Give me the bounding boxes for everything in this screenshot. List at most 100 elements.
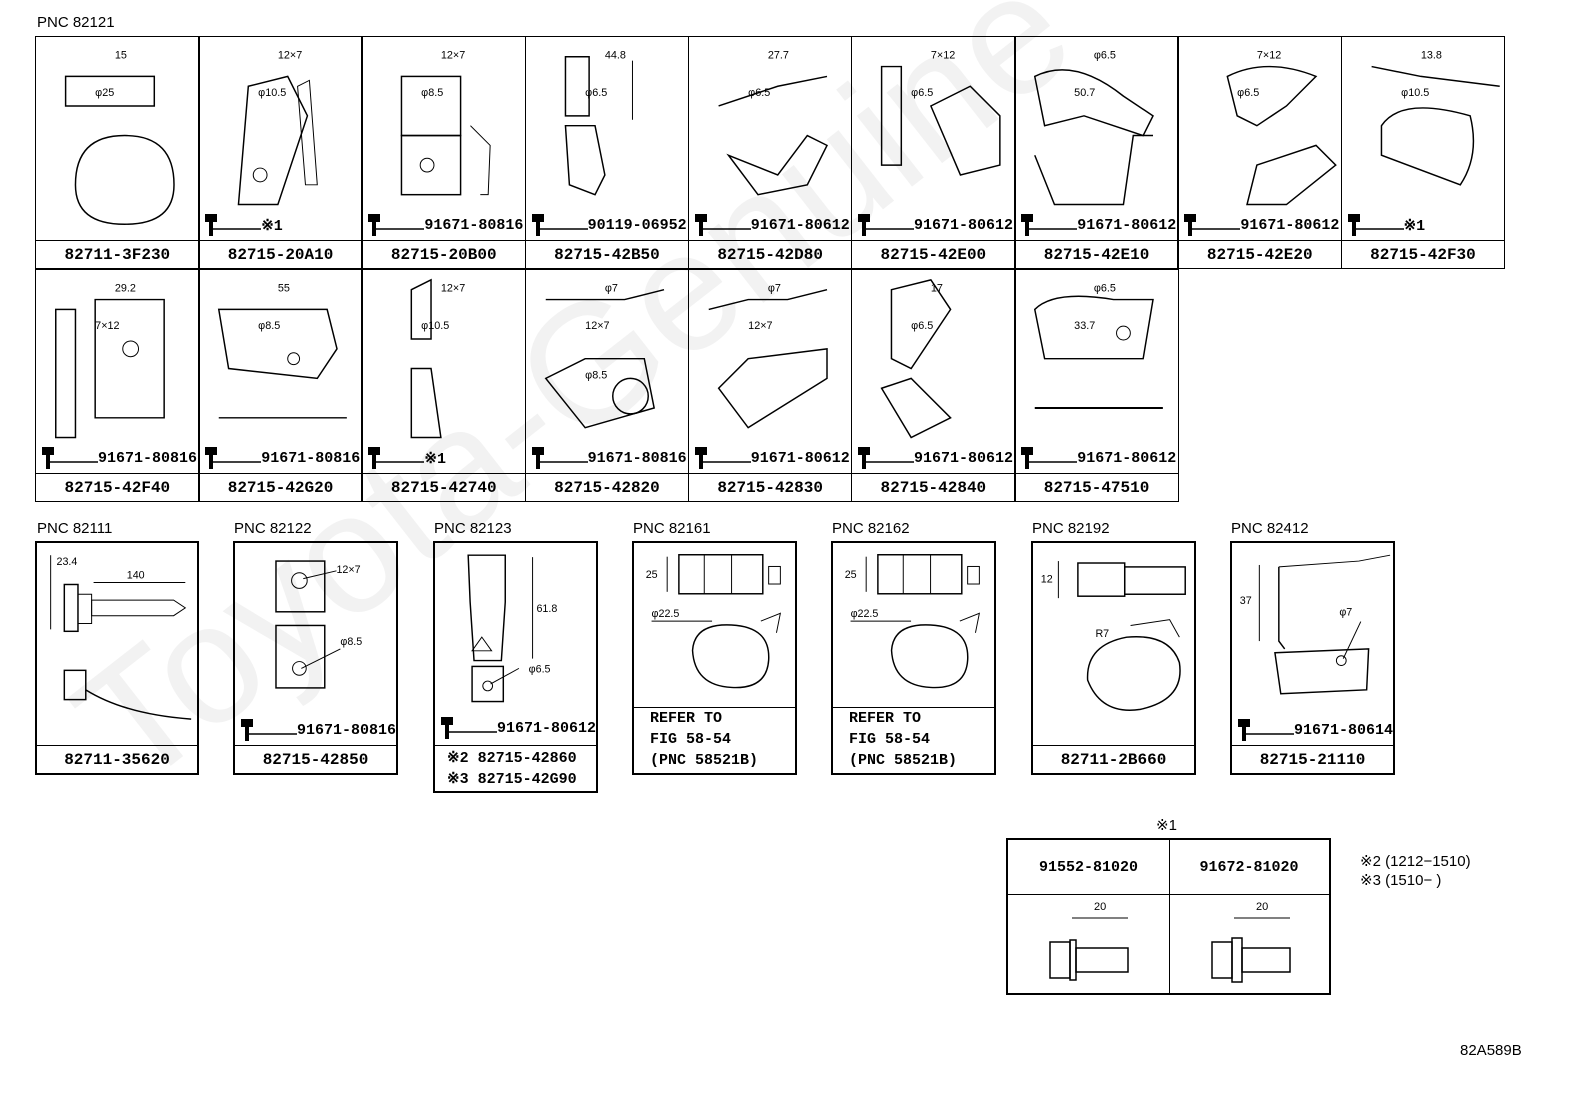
bolt-icon: [368, 447, 425, 469]
part-box-82412[interactable]: 37 φ7 91671-80614 82715-21110: [1230, 541, 1395, 775]
part-box-82192[interactable]: 12 R7 82711-2B660: [1031, 541, 1196, 775]
part-number: 82715-42G20: [199, 473, 362, 501]
bolt-callout: 91671-80816: [40, 445, 197, 471]
bolt-icon: [694, 447, 751, 469]
svg-text:φ6.5: φ6.5: [529, 663, 551, 675]
diagram-id: 82A589B: [1460, 1042, 1522, 1059]
svg-text:7×12: 7×12: [1257, 50, 1281, 62]
clamp-drawing: 25 φ22.5: [845, 554, 981, 689]
svg-text:φ7: φ7: [1339, 607, 1352, 619]
bracket-drawing: 7×12 φ6.5: [1226, 50, 1338, 206]
part-box-82111[interactable]: 23.4 140 82711-35620: [35, 541, 199, 775]
svg-text:50.7: 50.7: [1074, 87, 1095, 99]
refer-line-2[interactable]: FIG 58-54: [849, 731, 931, 748]
variant-note-2: ※2 82715-42860: [447, 750, 577, 767]
flange-bolt-drawing-a: 20: [1049, 901, 1129, 981]
bracket-drawing: 37 φ7: [1240, 554, 1391, 695]
clamp-drawing: 12 R7: [1041, 561, 1186, 711]
bolt-icon: [1238, 719, 1294, 741]
svg-text:12: 12: [1041, 574, 1053, 586]
refer-line-2[interactable]: FIG 58-54: [650, 731, 732, 748]
svg-text:7×12: 7×12: [95, 320, 119, 332]
bracket-drawing: φ6.550.7: [1034, 50, 1155, 206]
bracket-drawing: 12×7 φ8.5: [401, 50, 492, 196]
svg-text:φ6.5: φ6.5: [911, 87, 933, 99]
date-legend: ※2 (1212−1510) ※3 (1510− ): [1360, 852, 1471, 890]
bolt-icon: [241, 719, 297, 741]
svg-text:12×7: 12×7: [748, 320, 772, 332]
part-box-82122[interactable]: 12×7 φ8.5 91671-80816 82715-42850: [233, 541, 398, 775]
svg-text:φ6.5: φ6.5: [1094, 283, 1116, 295]
svg-text:φ25: φ25: [95, 87, 114, 99]
svg-text:φ10.5: φ10.5: [1401, 87, 1429, 99]
svg-text:φ8.5: φ8.5: [422, 87, 444, 99]
part-drawing: 7×12 φ6.5: [1178, 37, 1341, 240]
pnc-label-82412: PNC 82412: [1231, 520, 1309, 537]
pnc-label-82123: PNC 82123: [434, 520, 512, 537]
svg-text:55: 55: [278, 283, 290, 295]
part-number: 82715-42E00: [852, 240, 1015, 268]
bolt-icon: [694, 214, 751, 236]
bolt-callout: 91671-80612: [1019, 445, 1176, 471]
part-drawing: 37 φ7: [1232, 543, 1393, 745]
bolt-callout: ※1: [203, 212, 283, 238]
svg-text:140: 140: [127, 570, 145, 582]
note-1-col-a[interactable]: 91552-81020: [1008, 840, 1170, 895]
part-number: 82715-42F40: [36, 473, 199, 501]
bolt-callout: 91671-80816: [366, 212, 523, 238]
refer-line-1: REFER TO: [849, 710, 922, 727]
part-box-82162[interactable]: 25 φ22.5 REFER TO FIG 58-54 (PNC 58521B): [831, 541, 996, 775]
bolt-icon: [858, 447, 914, 469]
bolt-callout: 91671-80816: [203, 445, 360, 471]
svg-text:17: 17: [931, 283, 943, 295]
svg-text:φ6.5: φ6.5: [1238, 87, 1260, 99]
note-1-col-b[interactable]: 91672-81020: [1169, 840, 1329, 895]
part-number: 82711-2B660: [1033, 745, 1194, 773]
bolt-callout: 91671-80614: [1236, 717, 1393, 743]
bolt-number: 91671-80612: [914, 449, 1014, 467]
part-box-82161[interactable]: 25 φ22.5 REFER TO FIG 58-54 (PNC 58521B): [632, 541, 797, 775]
svg-text:15: 15: [115, 50, 127, 62]
part-drawing: 15 φ25: [36, 37, 199, 240]
part-drawing: 23.4 140: [37, 543, 197, 745]
clamp-drawing: 25 φ22.5: [646, 554, 782, 689]
legend-note-2: ※2 (1212−1510): [1360, 853, 1471, 870]
bolt-number: 91671-80816: [98, 449, 198, 467]
legend-note-3: ※3 (1510− ): [1360, 872, 1442, 889]
part-number: 82715-42850: [235, 745, 396, 773]
svg-text:12×7: 12×7: [441, 50, 465, 62]
part-number: 82715-20A10: [199, 240, 362, 268]
svg-text:44.8: 44.8: [604, 50, 625, 62]
refer-note: REFER TO FIG 58-54 (PNC 58521B): [634, 707, 795, 773]
part-box-82123[interactable]: 61.8 φ6.5 91671-80612 ※2 82715-42860 ※3 …: [433, 541, 598, 793]
bolt-number: 91671-80612: [750, 449, 850, 467]
svg-text:27.7: 27.7: [768, 50, 789, 62]
bolt-icon: [1021, 447, 1078, 469]
bolt-icon: [1021, 214, 1078, 236]
bolt-number: ※1: [424, 450, 446, 468]
